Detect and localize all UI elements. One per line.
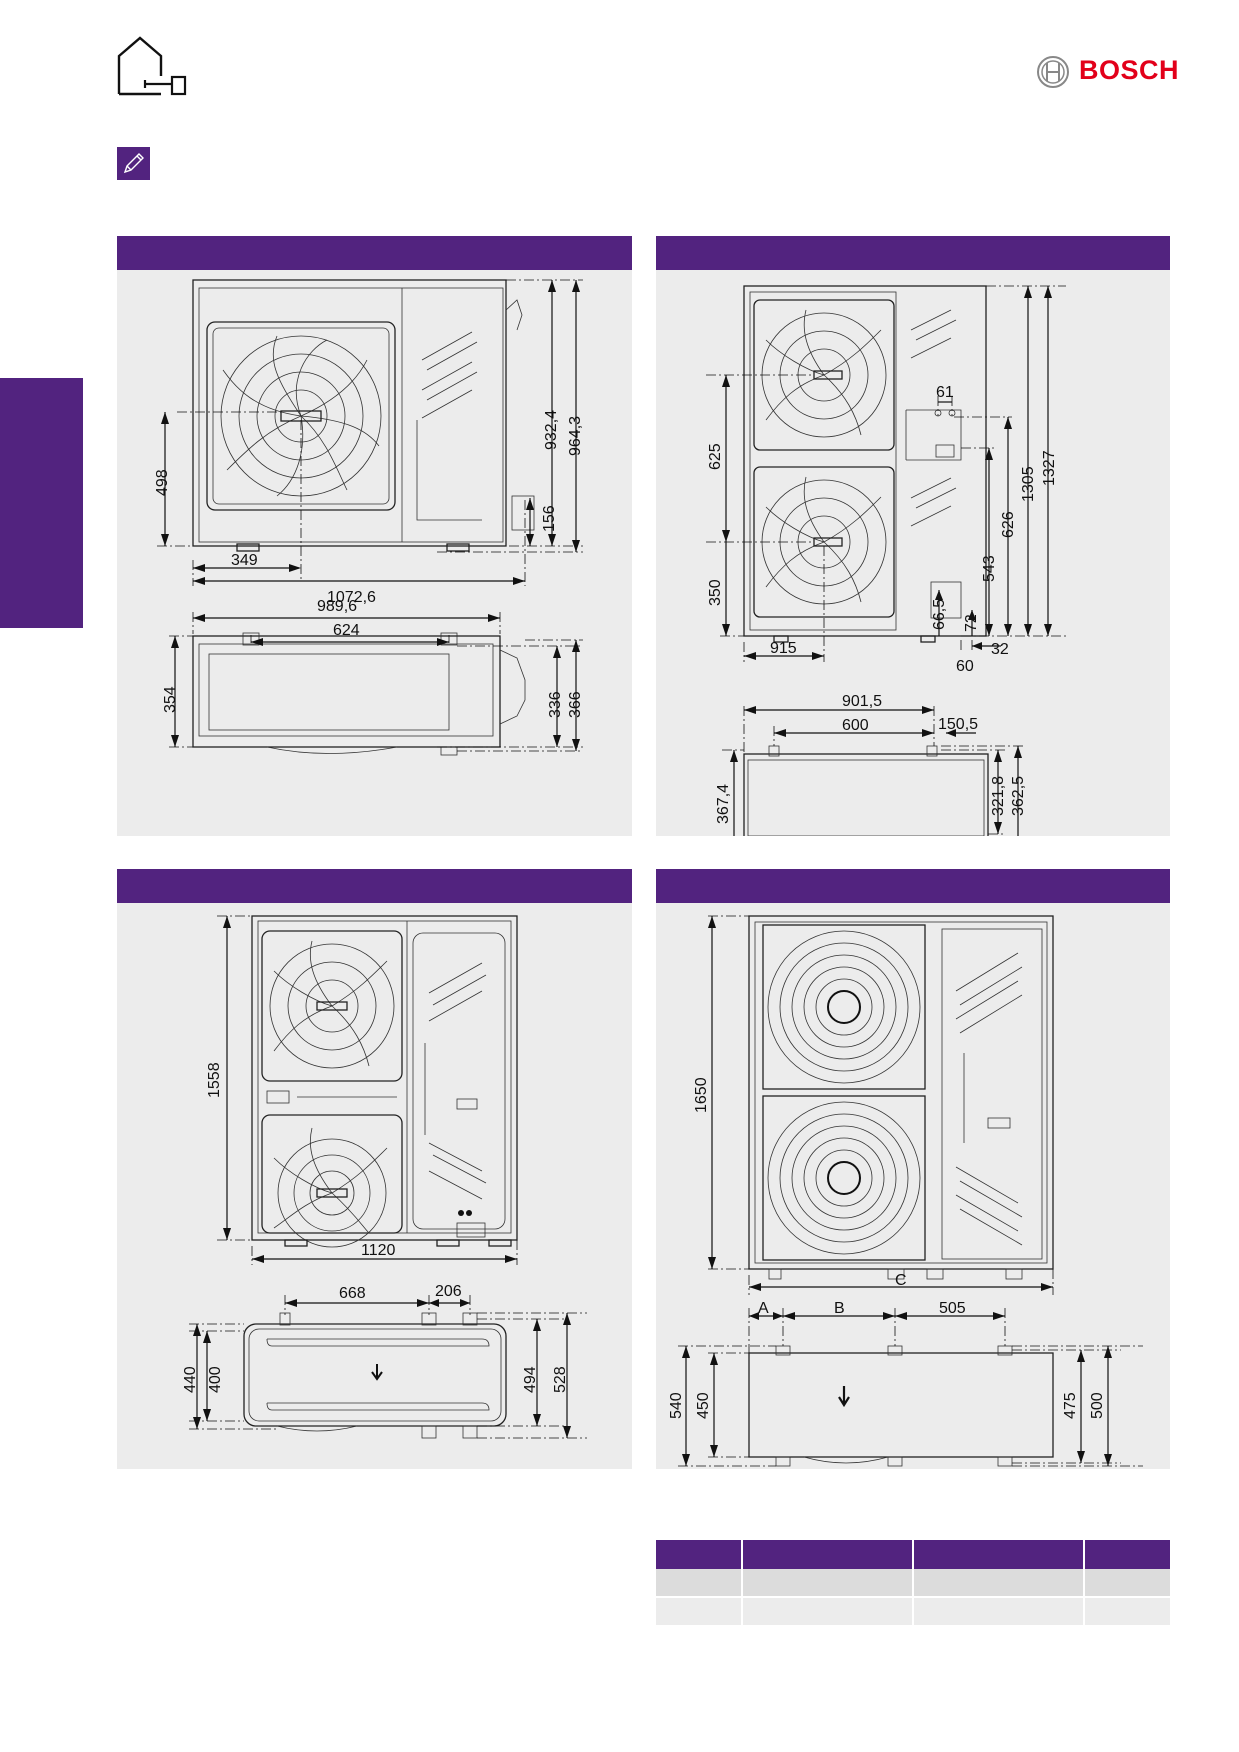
dim-A: A (758, 1300, 769, 1317)
dim-505: 505 (939, 1300, 966, 1317)
dim-336: 336 (547, 691, 564, 718)
dim-C: C (895, 1272, 907, 1289)
panel-4-header (656, 869, 1170, 903)
dim-450: 450 (695, 1392, 712, 1419)
dim-1305: 1305 (1020, 466, 1037, 502)
dim-901: 901,5 (842, 693, 882, 710)
table-cell (912, 1569, 1086, 1598)
outdoor-unit-1-drawing: 498 932,4 964,3 156 349 1072,6 989,6 624… (154, 279, 584, 756)
table-cell (741, 1569, 914, 1598)
dim-66-5: 66,5 (931, 599, 948, 630)
dim-1327: 1327 (1041, 450, 1058, 486)
dim-206: 206 (435, 1283, 462, 1300)
table-header-cell (656, 1540, 743, 1569)
outdoor-unit-2-drawing: 625 350 915 61 1305 1327 626 543 66,5 72… (706, 285, 1066, 836)
pencil-edit-icon (117, 147, 150, 180)
panel-1: 498 932,4 964,3 156 349 1072,6 989,6 624… (117, 236, 632, 836)
dim-500: 500 (1089, 1392, 1106, 1419)
dim-60: 60 (956, 658, 974, 675)
dim-964: 964,3 (567, 416, 584, 456)
panel-4: 1650 C A B 505 540 450 475 500 (656, 869, 1170, 1469)
table-header-cell (912, 1540, 1086, 1569)
table-header-row (656, 1540, 1170, 1569)
dim-350: 350 (707, 579, 724, 606)
dim-475: 475 (1062, 1392, 1079, 1419)
dimension-table (656, 1540, 1170, 1627)
dim-1072: 1072,6 (327, 589, 376, 606)
table-cell (741, 1597, 914, 1627)
table-cell (656, 1597, 743, 1627)
side-tab (0, 378, 83, 628)
dim-1558: 1558 (206, 1062, 223, 1098)
dim-61: 61 (936, 384, 954, 401)
panel-3-header (117, 869, 632, 903)
dim-498: 498 (154, 469, 171, 496)
panel-3: 1558 1120 1120 668 206 440 400 494 528 (117, 869, 632, 1469)
dim-932: 932,4 (543, 410, 560, 450)
dim-156: 156 (541, 505, 558, 532)
bosch-armature-logo (1037, 56, 1069, 88)
house-outline-icon (117, 36, 187, 96)
dim-366: 366 (567, 691, 584, 718)
dim-72: 72 (963, 614, 980, 632)
dim-600: 600 (842, 717, 869, 734)
dim-540: 540 (668, 1392, 685, 1419)
dim-349: 349 (231, 552, 258, 569)
table-header-cell (1084, 1540, 1170, 1569)
bosch-logo: BOSCH (1036, 53, 1180, 89)
dim-400: 400 (207, 1366, 224, 1393)
brand-name: BOSCH (1079, 55, 1180, 85)
outdoor-unit-3-drawing: 1558 1120 1120 668 206 440 400 494 528 (182, 915, 587, 1439)
dim-32: 32 (991, 641, 1009, 658)
table-header-cell (741, 1540, 914, 1569)
table-cell (1084, 1569, 1170, 1598)
dim-543: 543 (981, 555, 998, 582)
dim-1120-label: 1120 (361, 1242, 396, 1259)
dim-989: 989,6 (317, 598, 357, 615)
panel-2-header (656, 236, 1170, 270)
panel-1-header (117, 236, 632, 270)
dim-624: 624 (333, 622, 360, 639)
dim-625: 625 (707, 443, 724, 470)
dim-1650: 1650 (693, 1077, 710, 1113)
dim-494: 494 (522, 1366, 539, 1393)
dim-528: 528 (552, 1366, 569, 1393)
dim-440: 440 (182, 1366, 199, 1393)
table-row (656, 1597, 1170, 1627)
table-row (656, 1569, 1170, 1598)
dim-915: 915 (770, 640, 797, 657)
dim-321: 321,8 (990, 776, 1007, 816)
dim-367: 367,4 (715, 784, 732, 824)
dim-150: 150,5 (938, 716, 978, 733)
dim-362: 362,5 (1010, 776, 1027, 816)
dim-354: 354 (162, 686, 179, 713)
dim-668: 668 (339, 1285, 366, 1302)
table-cell (912, 1597, 1086, 1627)
table-cell (656, 1569, 743, 1598)
panel-2: 625 350 915 61 1305 1327 626 543 66,5 72… (656, 236, 1170, 836)
dim-626: 626 (1000, 511, 1017, 538)
outdoor-unit-4-drawing: 1650 C A B 505 540 450 475 500 (668, 915, 1143, 1467)
table-cell (1084, 1597, 1170, 1627)
dim-B: B (834, 1300, 845, 1317)
